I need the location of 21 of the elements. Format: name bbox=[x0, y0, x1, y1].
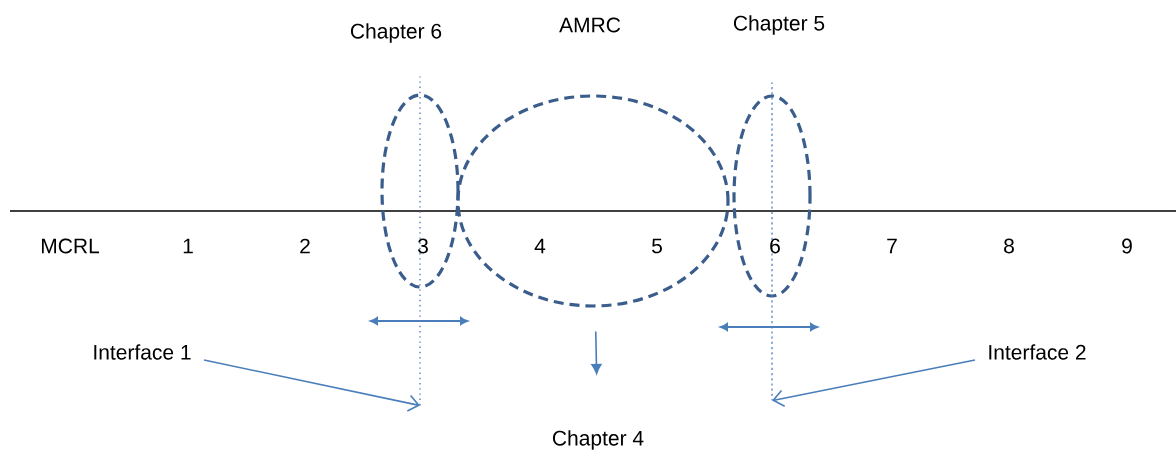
dotted-line bbox=[419, 76, 421, 406]
text-label: Interface 2 bbox=[989, 344, 1086, 360]
axis-label: 2 bbox=[300, 238, 310, 254]
axis-label: 6 bbox=[770, 238, 780, 254]
arrow bbox=[772, 359, 976, 407]
axis-label: 8 bbox=[1004, 238, 1014, 254]
node-label: AMRC bbox=[559, 17, 621, 33]
arrow bbox=[203, 359, 420, 412]
node-label: Chapter 6 bbox=[350, 23, 442, 43]
text-label: Chapter 4 bbox=[552, 430, 644, 450]
node-label: Chapter 5 bbox=[733, 15, 825, 35]
dotted-line bbox=[771, 82, 773, 401]
axis-label: 9 bbox=[1122, 238, 1132, 254]
text-label: Interface 1 bbox=[94, 344, 191, 360]
axis-label: 7 bbox=[887, 238, 897, 254]
axis-label: 3 bbox=[417, 238, 428, 254]
axis-label: 5 bbox=[652, 238, 662, 254]
axis-label: 4 bbox=[534, 238, 546, 254]
axis-label: 1 bbox=[183, 238, 193, 254]
axis-label: MCRL bbox=[42, 238, 100, 254]
arrow bbox=[591, 330, 602, 375]
